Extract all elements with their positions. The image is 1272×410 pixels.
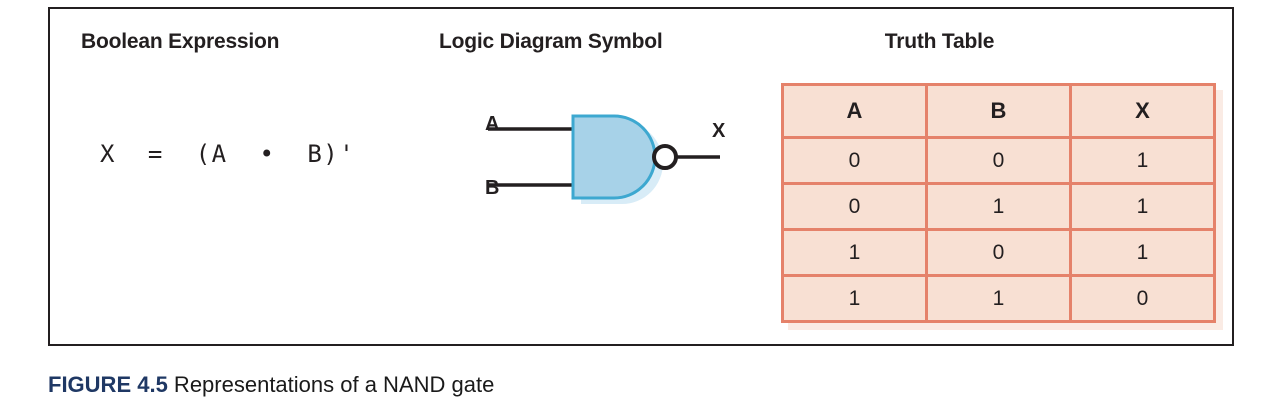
cell-a: 0 <box>781 136 928 185</box>
column-heading-boolean-expression: Boolean Expression <box>81 30 280 53</box>
table-row: 0 1 1 <box>781 182 1216 231</box>
gate-input-label-b: B <box>485 177 500 199</box>
cell-b: 0 <box>925 136 1072 185</box>
boolean-expression-text: X = (A • B)' <box>100 140 356 168</box>
figure-number: FIGURE 4.5 <box>48 372 168 397</box>
table-row: 0 0 1 <box>781 136 1216 185</box>
truth-table: A B X 0 0 1 0 1 1 1 0 1 1 1 <box>781 83 1216 323</box>
column-heading-logic-diagram-symbol: Logic Diagram Symbol <box>439 30 663 53</box>
gate-output-label-x: X <box>712 120 726 142</box>
cell-a: 0 <box>781 182 928 231</box>
column-heading-truth-table: Truth Table <box>884 30 995 53</box>
table-row: 1 1 0 <box>781 274 1216 323</box>
cell-b: 0 <box>925 228 1072 277</box>
figure-caption: FIGURE 4.5 Representations of a NAND gat… <box>48 372 494 398</box>
table-header-row: A B X <box>781 83 1216 139</box>
table-header-x: X <box>1069 83 1216 139</box>
cell-a: 1 <box>781 274 928 323</box>
figure-frame: Boolean Expression Logic Diagram Symbol … <box>48 7 1234 346</box>
cell-b: 1 <box>925 274 1072 323</box>
table-header-b: B <box>925 83 1072 139</box>
nand-gate-svg <box>488 114 720 204</box>
cell-x: 1 <box>1069 228 1216 277</box>
cell-x: 0 <box>1069 274 1216 323</box>
gate-input-label-a: A <box>485 113 500 135</box>
table-row: 1 0 1 <box>781 228 1216 277</box>
nand-gate-diagram: A B X <box>420 99 725 229</box>
cell-a: 1 <box>781 228 928 277</box>
cell-x: 1 <box>1069 182 1216 231</box>
inversion-bubble-icon <box>652 144 678 170</box>
cell-b: 1 <box>925 182 1072 231</box>
and-gate-body <box>571 114 657 200</box>
figure-caption-text: Representations of a NAND gate <box>167 372 495 397</box>
cell-x: 1 <box>1069 136 1216 185</box>
table-header-a: A <box>781 83 928 139</box>
